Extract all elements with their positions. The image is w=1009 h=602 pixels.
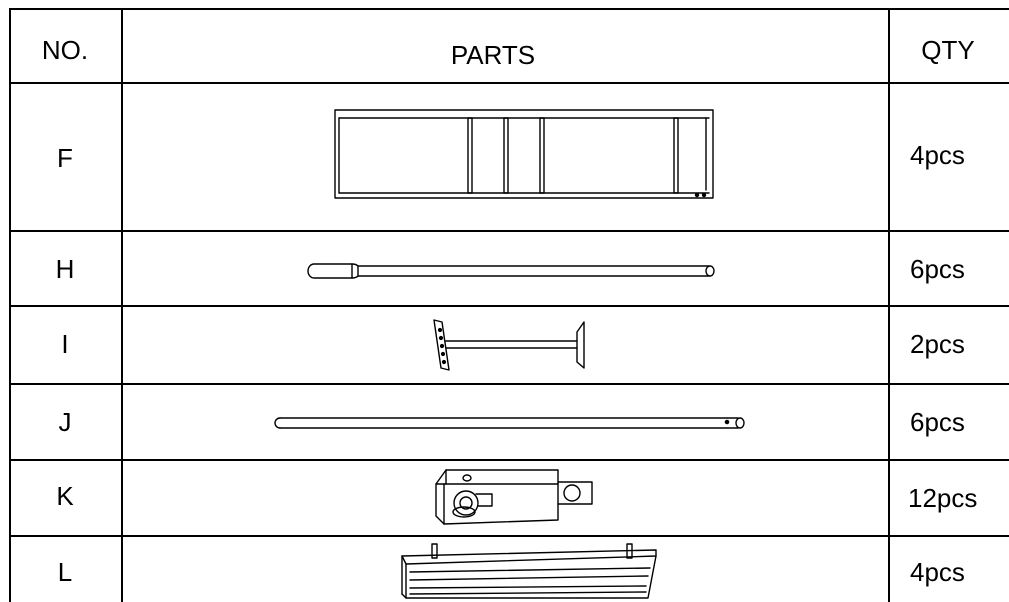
table-divider [9,82,1009,84]
table-divider [9,383,1009,385]
row-k-qty: 12pcs [908,483,978,513]
straight-tube-icon [274,417,745,429]
table-column-divider [121,8,123,602]
table-column-divider [888,8,890,602]
row-h-qty: 6pcs [910,254,965,284]
table-divider [9,535,1009,537]
row-i-no: I [61,329,69,359]
table-divider [9,305,1009,307]
rail-channel-icon [401,543,657,599]
side-panel-icon [334,109,714,199]
row-k-no: K [56,481,74,511]
row-h-no: H [55,254,75,284]
row-f-qty: 4pcs [910,140,965,170]
table-divider [9,230,1009,232]
header-parts: PARTS [450,40,536,70]
row-j-no: J [58,407,72,437]
bracket-rod-icon [433,319,585,371]
header-qty: QTY [921,35,975,65]
table-border-left [9,8,11,602]
stepped-tube-icon [307,263,715,279]
row-j-qty: 6pcs [910,407,965,437]
table-divider [9,459,1009,461]
row-f-no: F [57,143,73,173]
header-no: NO. [41,35,89,65]
wheel-block-icon [435,469,593,525]
table-border-top [9,8,1009,10]
row-l-qty: 4pcs [910,557,965,587]
row-l-no: L [57,557,73,587]
row-i-qty: 2pcs [910,329,965,359]
